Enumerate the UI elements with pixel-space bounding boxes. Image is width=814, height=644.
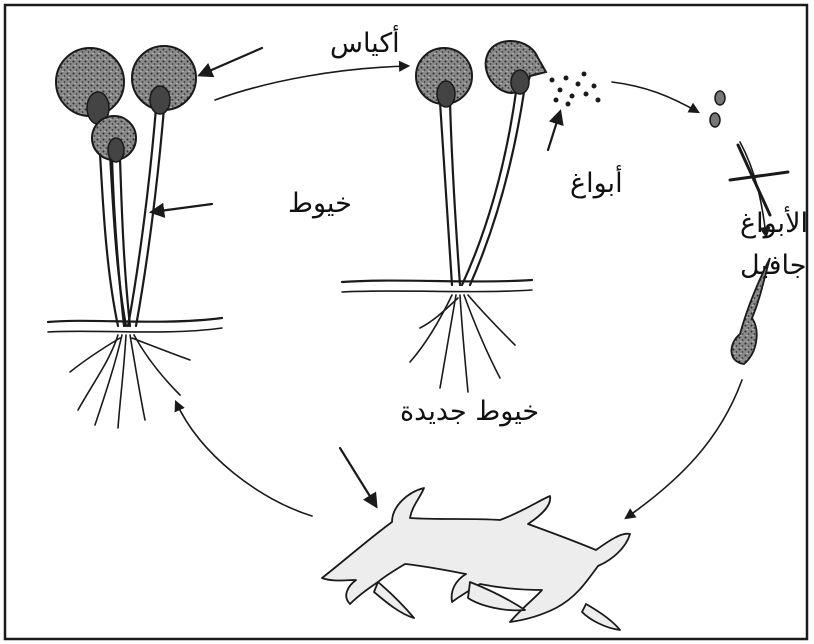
cycle-arrow-to-mycelium	[626, 380, 742, 518]
arrow-to-hyphae	[152, 204, 212, 212]
new-hyphae-mycelium	[322, 488, 630, 630]
blocked-cross-icon	[730, 145, 788, 215]
mature-mold-left	[48, 46, 222, 428]
label-new-hyphae: خيوط جديدة	[400, 396, 539, 427]
two-spores	[710, 91, 725, 127]
label-sporangia: أكياس	[330, 24, 400, 59]
label-spore-damage-line1: تخرب الأبواغ	[740, 205, 814, 239]
arrow-to-new-hyphae	[340, 448, 376, 506]
released-spores	[550, 72, 601, 107]
label-spore-damage-line2: بماء جافيل	[740, 250, 814, 281]
cycle-arrow-bottom-left	[176, 402, 312, 516]
arrow-to-spores	[548, 112, 560, 150]
cycle-arrow-spores-to-right	[612, 82, 698, 112]
label-hyphae: خيوط	[288, 188, 352, 219]
cycle-arrow-top	[215, 66, 408, 100]
arrow-to-sporangia	[200, 48, 262, 75]
mold-releasing-spores	[342, 41, 601, 392]
label-spores: أبواغ	[570, 164, 623, 199]
